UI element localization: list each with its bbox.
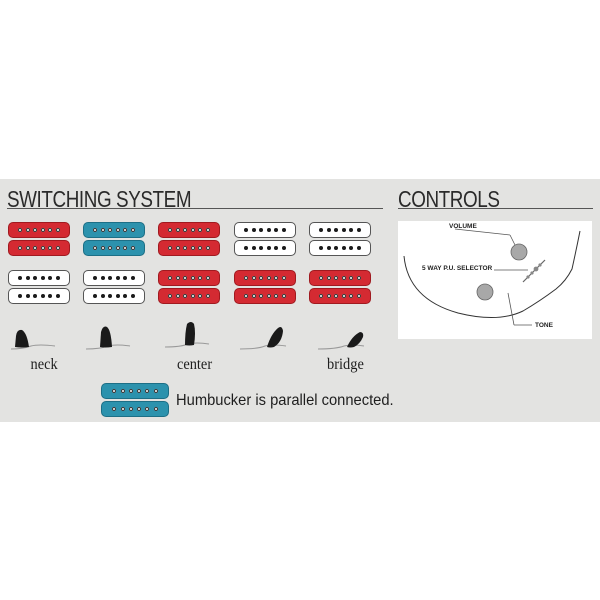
selector-switch-icon <box>522 259 546 283</box>
pickup-coil <box>83 240 145 256</box>
pickup-coil <box>8 270 70 286</box>
pickup-coil <box>101 383 169 399</box>
pickup-coil <box>101 401 169 417</box>
pickup-coil <box>234 270 296 286</box>
neck-pickup-4-icon <box>234 222 296 257</box>
selector-label: 5 WAY P.U. SELECTOR <box>422 265 493 272</box>
pickup-coil <box>309 270 371 286</box>
tone-leader-line <box>507 292 515 326</box>
volume-label: VOLUME <box>449 223 477 230</box>
pickup-coil <box>309 222 371 238</box>
tone-knob-icon <box>476 283 494 301</box>
pickup-coil <box>83 270 145 286</box>
tone-label: TONE <box>535 322 553 329</box>
volume-leader-line <box>454 228 511 236</box>
pickup-coil <box>234 288 296 304</box>
neck-pickup-1-icon <box>8 222 70 257</box>
guitar-body-outline <box>403 228 581 326</box>
pickup-coil <box>158 222 220 238</box>
bridge-pickup-5-icon <box>309 270 371 305</box>
center-label: center <box>176 356 213 373</box>
lever-position-1-icon <box>10 329 56 350</box>
bridge-pickup-1-icon <box>8 270 70 305</box>
bridge-pickup-3-icon <box>158 270 220 305</box>
volume-knob-icon <box>510 243 528 261</box>
pickup-coil <box>234 240 296 256</box>
lever-position-5-icon <box>317 332 365 350</box>
pickup-coil <box>158 288 220 304</box>
controls-title: CONTROLS <box>398 186 500 212</box>
lever-position-3-icon <box>164 322 210 348</box>
neck-pickup-2-icon <box>83 222 145 257</box>
pickup-coil <box>8 222 70 238</box>
lever-position-2-icon <box>85 326 131 350</box>
neck-label: neck <box>30 356 58 373</box>
pickup-coil <box>83 288 145 304</box>
pickup-coil <box>8 240 70 256</box>
bridge-pickup-2-icon <box>83 270 145 305</box>
pickup-coil <box>234 222 296 238</box>
neck-pickup-3-icon <box>158 222 220 257</box>
controls-diagram: VOLUME 5 WAY P.U. SELECTOR TONE <box>398 221 592 339</box>
pickup-coil <box>158 240 220 256</box>
pickup-coil <box>309 288 371 304</box>
pickup-coil <box>158 270 220 286</box>
switching-system-title: SWITCHING SYSTEM <box>7 186 192 212</box>
pickup-coil <box>8 288 70 304</box>
controls-title-underline <box>398 208 593 209</box>
bridge-label: bridge <box>327 356 364 373</box>
lever-position-4-icon <box>239 327 287 350</box>
pickup-coil <box>83 222 145 238</box>
parallel-humbucker-legend-icon <box>101 383 169 417</box>
switching-title-underline <box>7 208 383 209</box>
pickup-coil <box>309 240 371 256</box>
bridge-pickup-4-icon <box>234 270 296 305</box>
neck-pickup-5-icon <box>309 222 371 257</box>
legend-text: Humbucker is parallel connected. <box>176 392 394 409</box>
